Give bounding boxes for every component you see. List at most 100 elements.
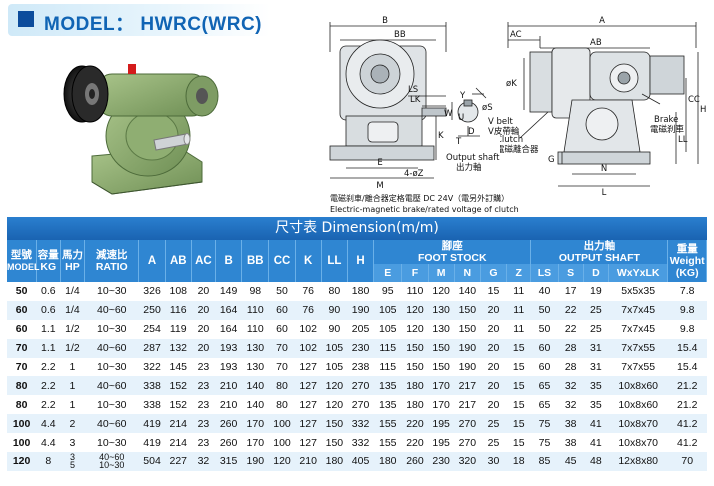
table-cell: 20	[191, 338, 216, 358]
table-cell: 102	[295, 338, 322, 358]
table-cell: 127	[295, 376, 322, 396]
table-cell: 419	[138, 414, 166, 434]
table-cell: 145	[165, 357, 192, 377]
table-cell: 20	[480, 357, 507, 377]
table-cell: 15	[506, 414, 531, 434]
table-cell: 130	[428, 300, 455, 320]
col-ls: LS	[530, 264, 559, 282]
col-n: N	[454, 264, 481, 282]
table-cell: 1/2	[60, 338, 85, 358]
col-cc: CC	[268, 240, 296, 282]
table-cell: 254	[138, 319, 166, 339]
table-cell: 140	[241, 376, 269, 396]
col-f: F	[401, 264, 429, 282]
table-cell: 320	[454, 452, 481, 471]
table-cell: 10~30	[84, 433, 139, 453]
table-cell: 11	[506, 300, 531, 320]
table-cell: 90	[321, 300, 348, 320]
table-cell: 80	[321, 282, 348, 301]
table-cell: 15	[506, 433, 531, 453]
table-cell: 205	[347, 319, 374, 339]
dim-ls-label: LS	[408, 85, 418, 95]
table-cell: 105	[321, 357, 348, 377]
table-cell: 38	[558, 433, 584, 453]
table-cell: 40	[530, 282, 559, 301]
table-cell: 10~30	[84, 282, 139, 301]
table-cell: 315	[215, 452, 242, 471]
table-cell: 25	[480, 414, 507, 434]
output-shaft-label: Output shaft	[446, 153, 500, 163]
table-cell: 110	[241, 319, 269, 339]
table-cell: 75	[530, 414, 559, 434]
table-cell: 120	[7, 452, 37, 471]
table-cell: 15	[506, 376, 531, 396]
table-cell: 150	[428, 338, 455, 358]
table-cell: 15	[506, 395, 531, 415]
table-cell: 115	[373, 357, 402, 377]
table-cell: 119	[165, 319, 192, 339]
table-cell: 150	[454, 319, 481, 339]
table-cell: 238	[347, 357, 374, 377]
table-cell: 0.6	[36, 282, 61, 301]
table-cell: 332	[347, 433, 374, 453]
table-cell: 60	[7, 319, 37, 339]
table-cell: 105	[321, 338, 348, 358]
table-cell: 105	[373, 319, 402, 339]
dim-g-label: G	[548, 155, 555, 165]
table-cell: 1	[60, 395, 85, 415]
table-cell: 20	[480, 338, 507, 358]
table-cell: 504	[138, 452, 166, 471]
table-cell: 130	[241, 338, 269, 358]
table-cell: 100	[268, 433, 296, 453]
table-cell: 22	[558, 319, 584, 339]
table-cell: 1.1	[36, 319, 61, 339]
voltage-note-en: Electric-magnetic brake/rated voltage of…	[330, 205, 519, 214]
col-wxyxlk: WxYxLK	[608, 264, 669, 282]
table-cell: 326	[138, 282, 166, 301]
table-cell: 85	[530, 452, 559, 471]
table-cell: 1.1	[36, 338, 61, 358]
table-cell: 270	[347, 395, 374, 415]
front-view-diagram: B BB LS LK Y øS W U V belt V皮帶輪 T D Outp…	[318, 12, 528, 192]
table-cell: 15	[506, 338, 531, 358]
table-cell: 17	[558, 282, 584, 301]
table-cell: 120	[268, 452, 296, 471]
table-cell: 10x8x60	[608, 376, 668, 396]
table-cell: 8	[36, 452, 61, 471]
table-cell: 150	[401, 338, 429, 358]
table-cell: 4.4	[36, 414, 61, 434]
table-cell: 31	[583, 338, 609, 358]
table-cell: 150	[321, 433, 348, 453]
table-cell: 214	[165, 433, 192, 453]
table-cell: 170	[241, 414, 269, 434]
table-cell: 22	[558, 300, 584, 320]
dim-t-label: T	[455, 137, 462, 147]
table-cell: 180	[347, 282, 374, 301]
dim-d-label: D	[468, 127, 475, 137]
table-cell: 10x8x70	[608, 433, 668, 453]
table-cell: 98	[241, 282, 269, 301]
table-cell: 1	[60, 376, 85, 396]
table-cell: 190	[454, 357, 481, 377]
col-h: H	[347, 240, 375, 282]
table-cell: 1	[60, 357, 85, 377]
col-e: E	[373, 264, 403, 282]
table-cell: 20	[480, 300, 507, 320]
table-cell: 10~30	[84, 395, 139, 415]
table-cell: 18	[506, 452, 531, 471]
table-cell: 149	[215, 282, 242, 301]
table-cell: 48	[583, 452, 609, 471]
table-cell: 180	[401, 376, 429, 396]
dimension-table-title: 尺寸表 Dimension(m/m)	[7, 217, 707, 240]
table-cell: 116	[165, 300, 192, 320]
table-cell: 80	[7, 395, 37, 415]
dim-lk-label: LK	[410, 95, 421, 105]
